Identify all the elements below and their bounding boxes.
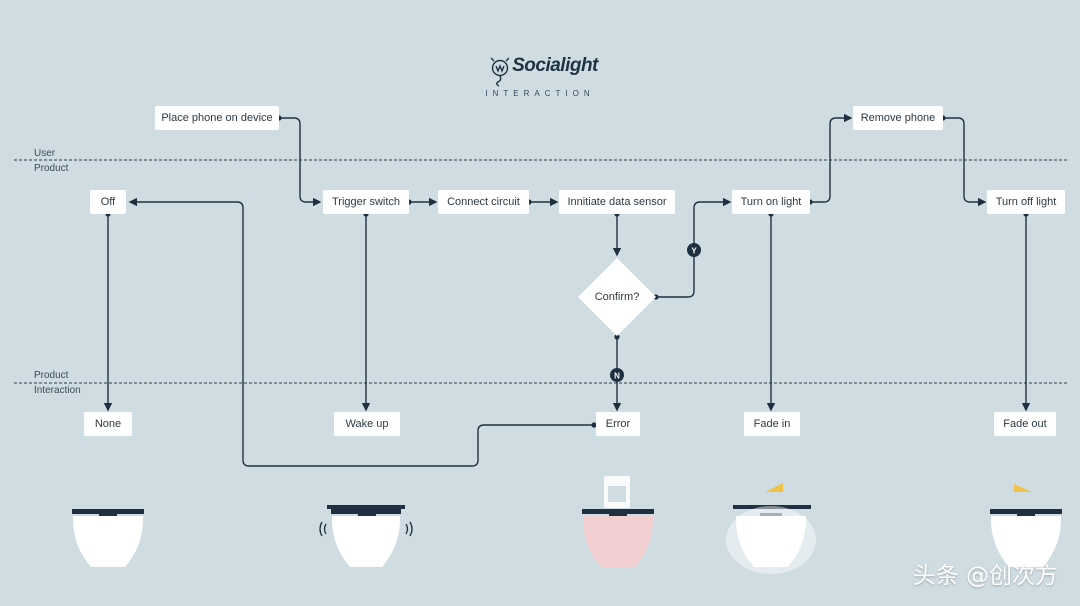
lamp-error-icon [582,476,654,567]
lane-label-user: User [34,148,56,159]
edge-error-to-off [128,197,594,467]
node-confirm-label: Confirm? [594,291,640,303]
node-initiate-sensor: Innitiate data sensor [559,190,675,214]
node-connect-circuit: Connect circuit [438,190,529,214]
connector-dot [591,422,597,428]
lane-label-product: Product [34,163,69,174]
connector-dot [614,334,620,340]
lane-label-interaction: Interaction [34,385,81,396]
edge-turnon-to-remove [810,113,853,203]
lane-label-product: Product [34,370,69,381]
node-fade-out: Fade out [994,412,1056,436]
watermark: 头条 @创次方 [912,563,1058,589]
node-trigger-switch: Trigger switch [323,190,409,214]
lamp-wakeup-icon [319,505,413,567]
confirm-diamond [578,258,656,336]
lamp-fadein-icon [726,483,816,574]
node-turn-off-light: Turn off light [987,190,1065,214]
brand-name: Socialight [512,55,598,76]
yes-badge-label: Y [691,247,697,256]
lamp-off-icon [72,509,144,567]
edge-remove-to-turnoff [943,117,987,207]
node-place-phone: Place phone on device [155,106,279,130]
node-turn-on-light: Turn on light [732,190,810,214]
node-wake-up: Wake up [334,412,400,436]
brand-header: Socialight [0,55,1080,77]
no-badge-label: N [614,372,620,381]
node-none: None [84,412,132,436]
no-badge [610,368,624,382]
lamp-fadeout-icon [990,484,1062,567]
yes-badge [687,243,701,257]
brand-subtitle: INTERACTION [485,89,595,98]
node-error: Error [596,412,640,436]
socialight-logo-icon [490,57,510,87]
node-off: Off [90,190,126,214]
node-fade-in: Fade in [744,412,800,436]
edge-place-to-trigger [279,117,322,207]
node-remove-phone: Remove phone [853,106,943,130]
